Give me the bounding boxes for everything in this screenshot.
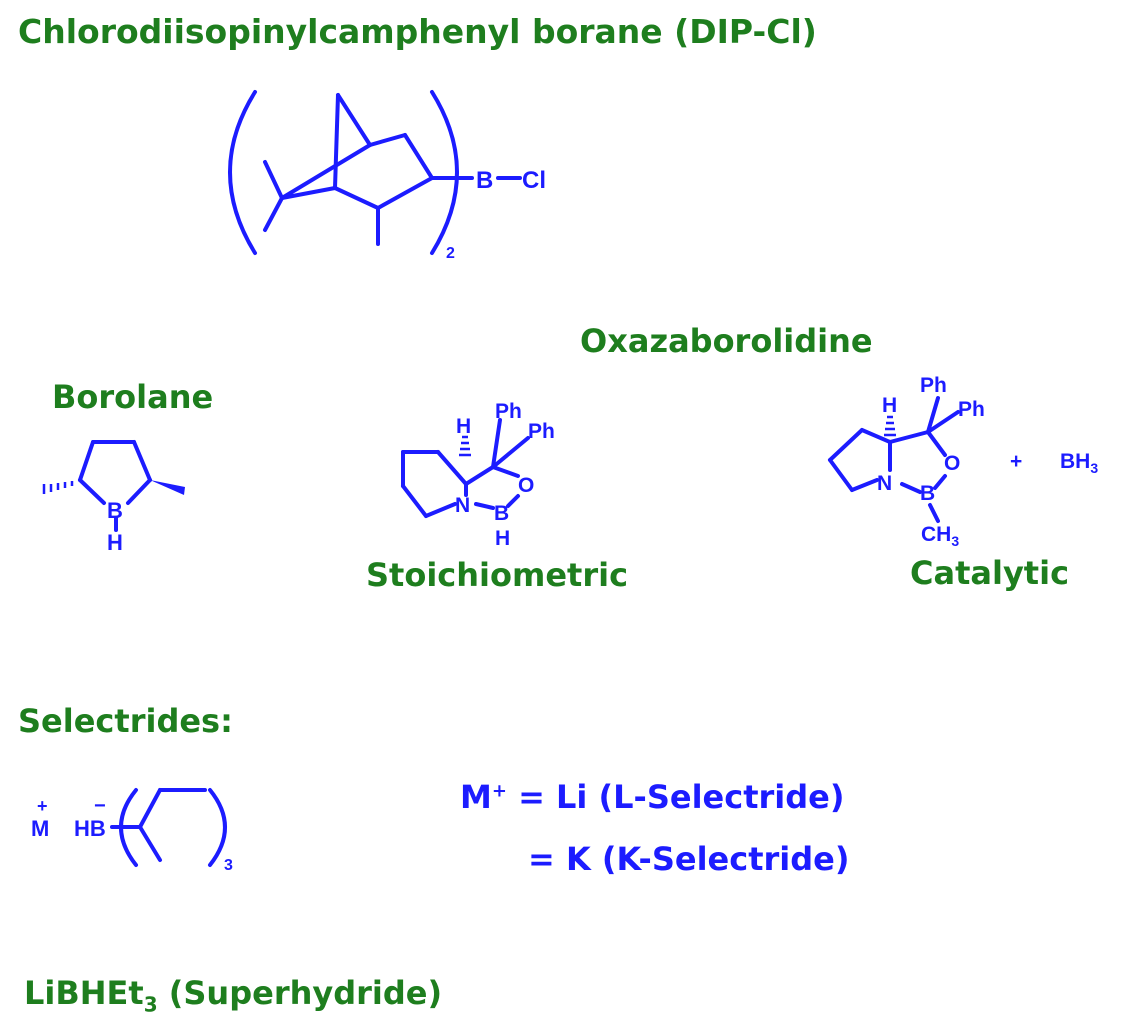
borolane-structure [78,440,152,532]
dip-cl-structure [228,90,522,255]
stoich-hydrogen-atom: H [456,415,471,438]
cat-hydrogen-atom: H [882,394,897,417]
selectride-right-paren [208,788,227,867]
cat-methyl-ch: CH [921,523,951,546]
cat-borane-bh: BH [1060,450,1090,473]
borolane-label: Borolane [52,378,214,416]
cat-nitrogen-atom: N [877,472,892,495]
cat-phenyl-1: Ph [920,374,947,397]
left-paren [228,90,257,255]
cat-boron-atom: B [920,482,935,505]
k-selectride-equation: = K (K-Selectride) [528,840,850,878]
selectride-subscript: 3 [224,857,233,874]
superhydride-subscript: 3 [143,992,158,1017]
cat-plus-sign: + [1010,450,1022,473]
borolane-hydrogen-atom: H [107,530,123,555]
dip-subscript: 2 [446,245,455,262]
dip-cl-title: Chlorodiisopinylcamphenyl borane (DIP-Cl… [18,12,817,51]
dip-boron-atom: B [476,167,493,194]
oxazaborolidine-label: Oxazaborolidine [580,322,873,360]
dip-chlorine-atom: Cl [522,167,546,194]
selectrides-label: Selectrides: [18,702,233,740]
selectride-metal: M [31,816,49,841]
stoich-phenyl-2: Ph [528,420,555,443]
cat-borane-sub: 3 [1090,460,1098,476]
stoich-oxygen-atom: O [518,474,534,497]
cat-methyl-group: CH3 [921,523,959,549]
l-selectride-equation: M+ = Li (L-Selectride) [460,778,845,816]
metal-charge: + [491,780,507,802]
catalytic-structure [828,396,960,523]
borolane-hash-bond [42,481,74,494]
stoichiometric-label: Stoichiometric [366,556,629,594]
superhydride-formula: LiBHEt [24,974,144,1012]
borolane-wedge-bond [150,480,185,495]
selectride-cation-charge: + [37,796,48,816]
stoich-nitrogen-atom: N [455,494,470,517]
stoichiometric-structure [401,418,530,518]
superhydride-label: LiBHEt3 (Superhydride) [24,974,442,1016]
stoich-hash-bond [459,435,471,457]
stoich-boron-atom: B [494,502,509,525]
stoich-boron-hydrogen: H [495,527,510,550]
selectride-anion-charge: − [94,795,106,817]
metal-symbol: M [460,778,492,816]
cat-phenyl-2: Ph [958,398,985,421]
selectride-hb: HB [74,816,106,841]
l-selectride-text: = Li (L-Selectride) [506,778,845,816]
stoich-phenyl-1: Ph [495,400,522,423]
catalytic-hash-bond [884,415,896,437]
cat-methyl-sub: 3 [951,533,959,549]
pinane-skeleton [263,93,474,246]
cat-borane: BH3 [1060,450,1098,476]
stereo-bonds [42,415,896,495]
selectride-structure [110,788,227,867]
borolane-boron-atom: B [107,498,123,523]
superhydride-name: (Superhydride) [157,974,443,1012]
cat-oxygen-atom: O [944,452,960,475]
catalytic-label: Catalytic [910,554,1070,592]
right-paren [430,90,459,255]
